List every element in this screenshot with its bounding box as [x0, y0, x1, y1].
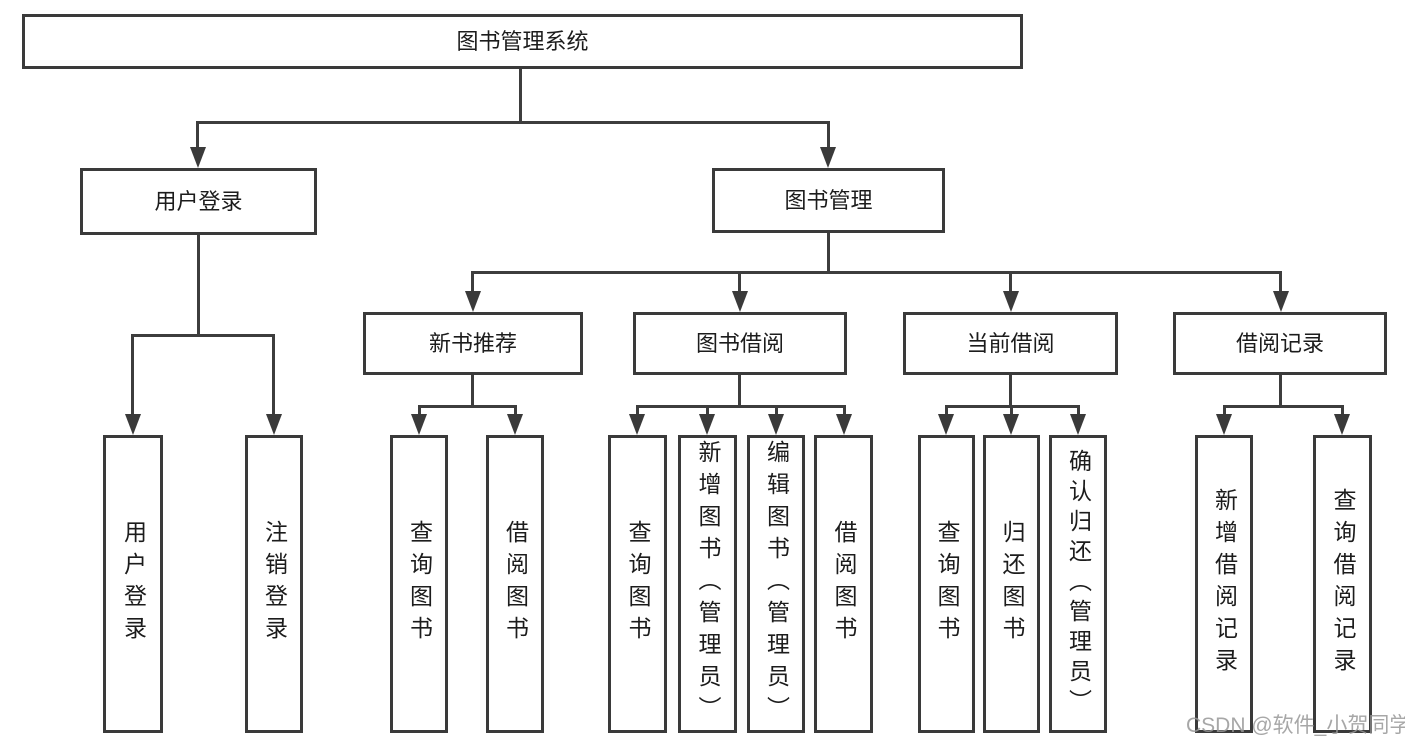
arrowhead-leaf-logout — [266, 414, 282, 435]
leaf-confirm-return-admin: 确认归还（管理员） — [1049, 435, 1107, 733]
node-book-management: 图书管理 — [712, 168, 945, 233]
arrowhead-bb-leaf1 — [629, 414, 645, 435]
connector-drop-bb-leaf4 — [843, 405, 846, 415]
arrowhead-user-login — [190, 147, 206, 168]
connector-newbooks-bus — [418, 405, 517, 408]
connector-drop-bookborrow — [738, 271, 741, 292]
connector-drop-bb-leaf3 — [775, 405, 778, 415]
connector-root-bus — [196, 121, 830, 124]
arrowhead-br-leaf2 — [1334, 414, 1350, 435]
arrowhead-currentborrow — [1003, 291, 1019, 312]
connector-drop-currentborrow — [1009, 271, 1012, 292]
connector-drop-borrowrecords — [1279, 271, 1282, 292]
connector-drop-br-leaf1 — [1223, 405, 1226, 415]
connector-drop-cb-leaf2 — [1010, 405, 1013, 415]
connector-borrowrecords-stem — [1279, 375, 1282, 408]
connector-userlogin-bus — [131, 334, 275, 337]
leaf-edit-books-admin: 编辑图书（管理员） — [747, 435, 805, 733]
arrowhead-borrowrecords — [1273, 291, 1289, 312]
node-current-borrowing: 当前借阅 — [903, 312, 1118, 375]
arrowhead-bb-leaf3 — [768, 414, 784, 435]
leaf-user-login: 用户登录 — [103, 435, 163, 733]
csdn-watermark: CSDN @软件_小贺同学 — [1186, 714, 1405, 737]
arrowhead-cb-leaf2 — [1003, 414, 1019, 435]
arrowhead-cb-leaf1 — [938, 414, 954, 435]
arrowhead-book-mgmt — [820, 147, 836, 168]
arrowhead-leaf-login — [125, 414, 141, 435]
leaf-query-books-3: 查询图书 — [918, 435, 975, 733]
connector-drop-leaf-logout — [272, 334, 275, 414]
node-new-book-recommend: 新书推荐 — [363, 312, 583, 375]
connector-borrowrecords-bus — [1223, 405, 1343, 408]
connector-drop-nb-leaf1 — [418, 405, 421, 415]
connector-bookmgmt-bus — [471, 271, 1281, 274]
connector-bookborrow-stem — [738, 375, 741, 408]
arrowhead-br-leaf1 — [1216, 414, 1232, 435]
connector-drop-cb-leaf3 — [1077, 405, 1080, 415]
leaf-query-borrow-record: 查询借阅记录 — [1313, 435, 1372, 733]
connector-drop-book-mgmt — [827, 121, 830, 149]
leaf-borrow-books-1: 借阅图书 — [486, 435, 544, 733]
leaf-return-books: 归还图书 — [983, 435, 1040, 733]
connector-drop-leaf-login — [131, 334, 134, 414]
node-book-borrowing: 图书借阅 — [633, 312, 847, 375]
leaf-logout: 注销登录 — [245, 435, 303, 733]
arrowhead-cb-leaf3 — [1070, 414, 1086, 435]
leaf-add-books-admin: 新增图书（管理员） — [678, 435, 737, 733]
connector-drop-newbooks — [471, 271, 474, 292]
connector-drop-user-login — [196, 121, 199, 149]
connector-drop-bb-leaf1 — [636, 405, 639, 415]
node-user-login: 用户登录 — [80, 168, 317, 235]
connector-drop-br-leaf2 — [1341, 405, 1344, 415]
arrowhead-bookborrow — [732, 291, 748, 312]
connector-drop-cb-leaf1 — [945, 405, 948, 415]
arrowhead-bb-leaf2 — [699, 414, 715, 435]
arrowhead-nb-leaf2 — [507, 414, 523, 435]
connector-bookmgmt-stem — [827, 233, 830, 274]
connector-userlogin-stem — [197, 235, 200, 337]
connector-newbooks-stem — [471, 375, 474, 408]
node-borrowing-records: 借阅记录 — [1173, 312, 1387, 375]
connector-root-stem — [519, 69, 522, 123]
node-root-system: 图书管理系统 — [22, 14, 1023, 69]
connector-drop-nb-leaf2 — [514, 405, 517, 415]
connector-drop-bb-leaf2 — [706, 405, 709, 415]
arrowhead-bb-leaf4 — [836, 414, 852, 435]
arrowhead-nb-leaf1 — [411, 414, 427, 435]
connector-bookborrow-bus — [636, 405, 846, 408]
arrowhead-newbooks — [465, 291, 481, 312]
leaf-add-borrow-record: 新增借阅记录 — [1195, 435, 1253, 733]
leaf-borrow-books-2: 借阅图书 — [814, 435, 873, 733]
leaf-query-books-2: 查询图书 — [608, 435, 667, 733]
leaf-query-books-1: 查询图书 — [390, 435, 448, 733]
connector-currentborrow-stem — [1009, 375, 1012, 408]
